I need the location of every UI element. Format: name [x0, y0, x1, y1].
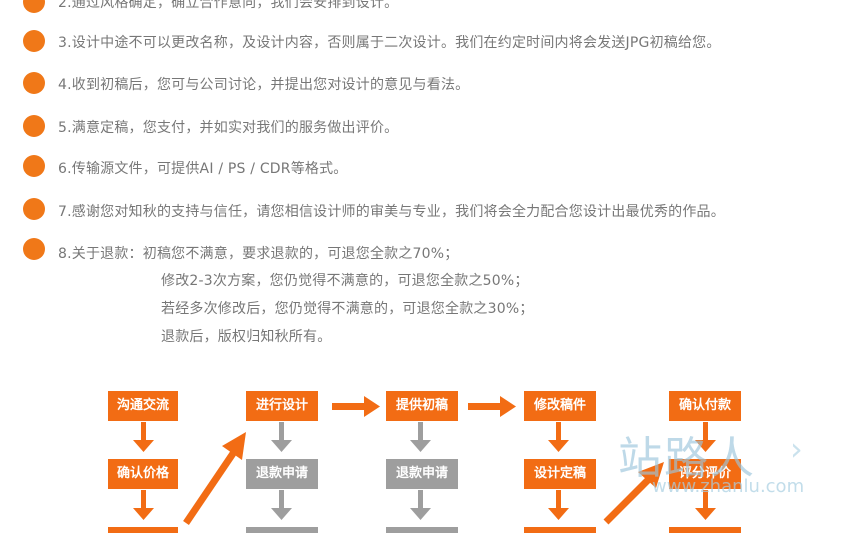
arrow-down-icon	[271, 490, 292, 520]
step-bar	[669, 527, 741, 533]
step-bar	[246, 527, 318, 533]
arrow-down-icon	[548, 490, 569, 520]
rule-text: 2.通过风格确定，确立合作意向，我们会安排到设计。	[58, 0, 399, 11]
rule-text: 5.满意定稿，您支付，并如实对我们的服务做出评价。	[58, 120, 399, 136]
step-revise: 修改稿件	[524, 391, 596, 421]
bullet-icon	[23, 115, 45, 137]
bullet-icon	[23, 198, 45, 220]
step-confirm-price: 确认价格	[108, 459, 178, 489]
step-bar	[108, 527, 178, 533]
arrow-down-icon	[410, 490, 431, 520]
refund-line: 修改2-3次方案，您仍觉得不满意的，可退您全款之50%；	[161, 273, 529, 289]
arrow-down-icon	[271, 422, 292, 452]
step-first-draft: 提供初稿	[386, 391, 458, 421]
rule-text: 3.设计中途不可以更改名称，及设计内容，否则属于二次设计。我们在约定时间内将会发…	[58, 35, 721, 51]
bullet-icon	[23, 30, 45, 52]
refund-heading: 8.关于退款：初稿您不满意，要求退款的，可退您全款之70%；	[58, 246, 459, 262]
refund-line: 退款后，版权归知秋所有。	[161, 329, 332, 345]
step-refund-apply: 退款申请	[386, 459, 458, 489]
bullet-icon	[23, 155, 45, 177]
bullet-icon	[23, 72, 45, 94]
arrow-down-icon	[695, 422, 716, 452]
watermark-logo: 站路人	[618, 433, 756, 484]
arrow-down-icon	[133, 422, 154, 452]
rule-text: 4.收到初稿后，您可与公司讨论，并提出您对设计的意见与看法。	[58, 77, 470, 93]
arrow-down-icon	[133, 490, 154, 520]
step-review: 评分评价	[669, 459, 741, 489]
step-bar	[386, 527, 458, 533]
step-confirm-payment: 确认付款	[669, 391, 741, 421]
arrow-down-icon	[410, 422, 431, 452]
step-design: 进行设计	[246, 391, 318, 421]
watermark-url: www.zhanlu.com	[652, 476, 805, 497]
arrow-down-icon	[548, 422, 569, 452]
arrow-diagonal-icon	[603, 462, 664, 525]
chevron-right-icon: ›	[790, 430, 803, 468]
arrow-diagonal-icon	[183, 432, 246, 525]
arrow-down-icon	[695, 490, 716, 520]
rule-text: 6.传输源文件，可提供AI / PS / CDR等格式。	[58, 161, 348, 177]
arrow-right-icon	[468, 396, 516, 417]
rule-text: 7.感谢您对知秋的支持与信任，请您相信设计师的审美与专业，我们将会全力配合您设计…	[58, 204, 725, 220]
step-refund-apply: 退款申请	[246, 459, 318, 489]
step-finalize: 设计定稿	[524, 459, 596, 489]
step-communicate: 沟通交流	[108, 391, 178, 421]
bullet-icon	[23, 238, 45, 260]
arrow-right-icon	[332, 396, 380, 417]
bullet-icon	[23, 0, 45, 13]
refund-line: 若经多次修改后，您仍觉得不满意的，可退您全款之30%；	[161, 301, 534, 317]
step-bar	[524, 527, 596, 533]
